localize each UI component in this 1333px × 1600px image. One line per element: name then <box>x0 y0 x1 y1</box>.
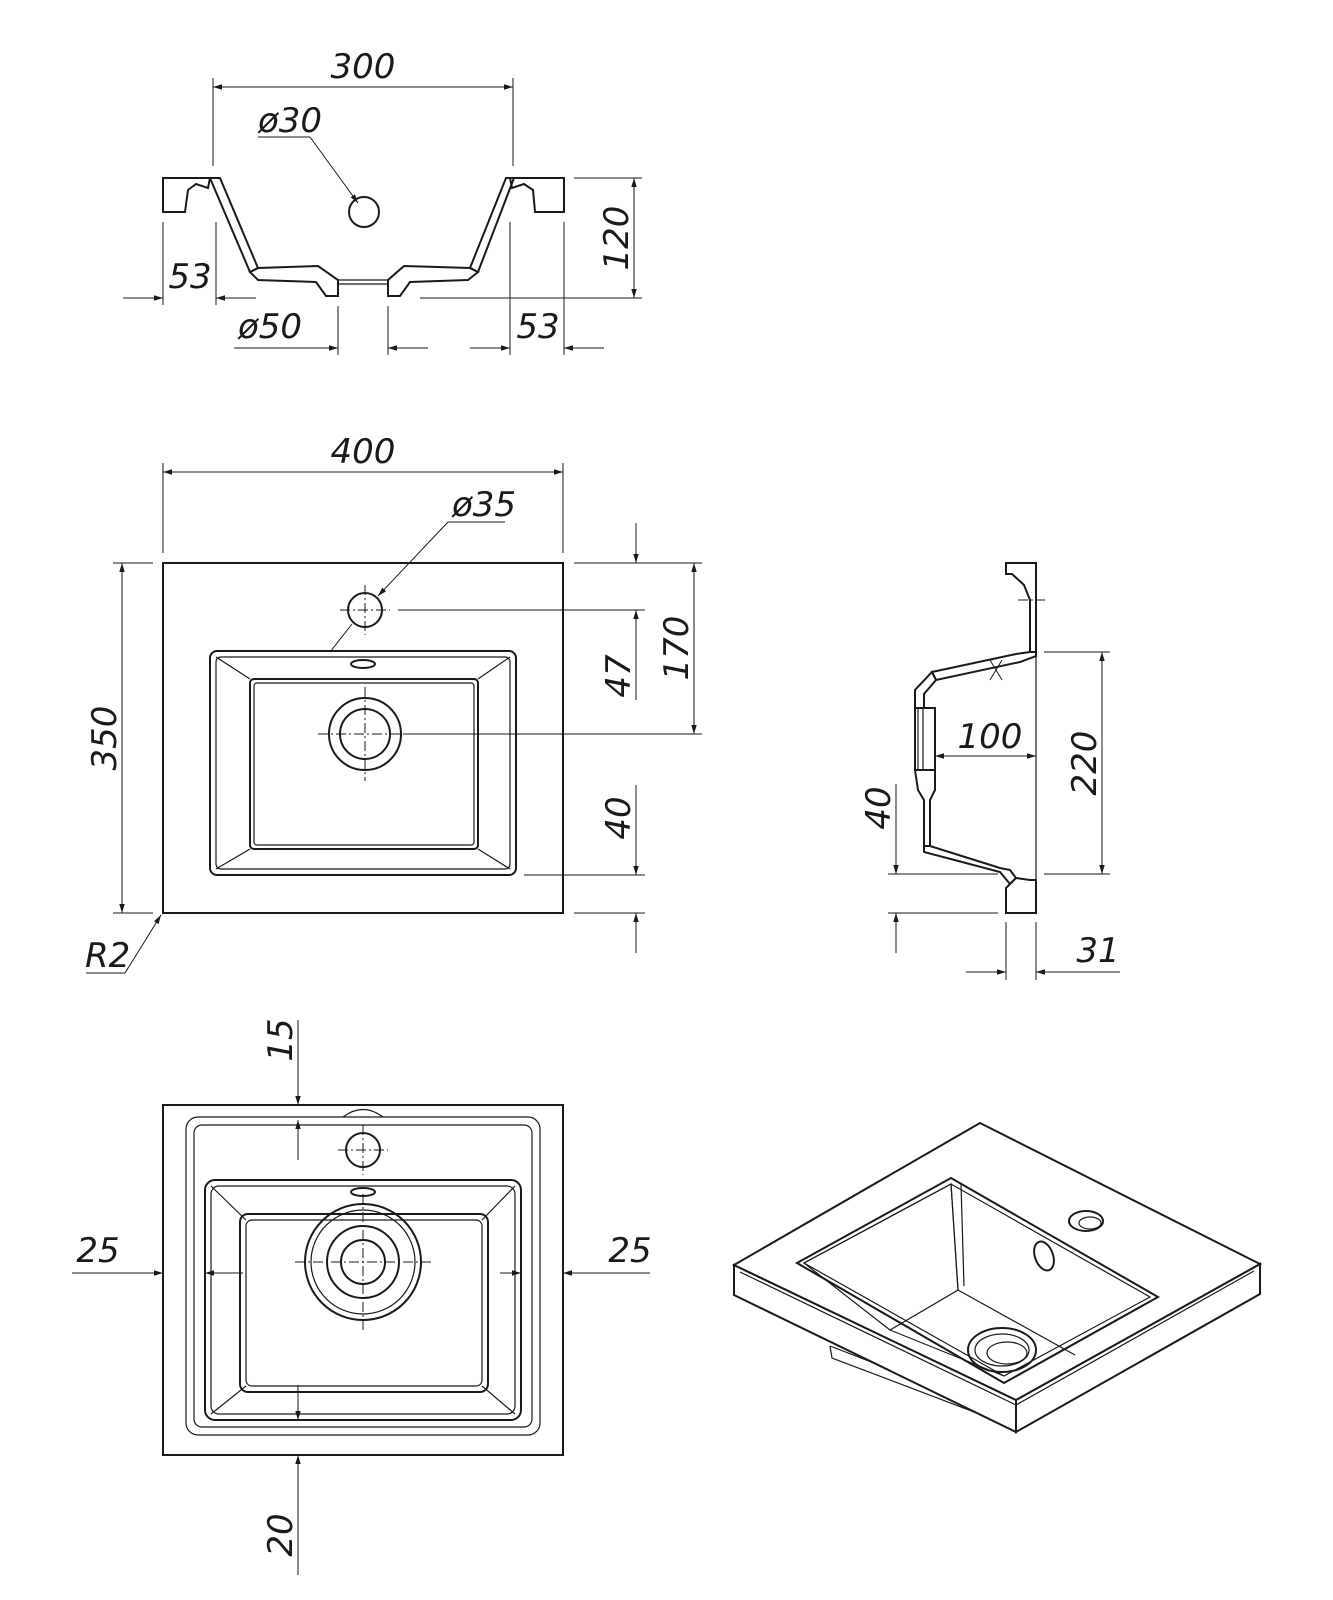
section-view-front: 300 ø30 120 53 ø50 53 <box>123 47 642 355</box>
iso-top-face <box>731 1121 1263 1402</box>
overflow-hole <box>348 196 380 228</box>
side-bottom-rim <box>1005 876 1037 914</box>
dim-100: 100 <box>958 717 1023 757</box>
dim-d30: ø30 <box>257 101 322 141</box>
bottom-basin-floor <box>239 1213 489 1393</box>
dim-400: 400 <box>331 432 396 472</box>
drain-outer <box>328 697 402 771</box>
dim-20: 20 <box>261 1513 301 1556</box>
side-back-upper <box>914 670 938 709</box>
dim-53-left: 53 <box>168 257 211 297</box>
plan-basin-outer <box>209 650 517 876</box>
dim-40-side: 40 <box>859 786 899 829</box>
dim-25-right: 25 <box>608 1231 651 1271</box>
bottom-outline <box>162 1104 564 1456</box>
dim-40-plan: 40 <box>599 796 639 839</box>
section-bottom-right <box>387 264 480 297</box>
iso-drain <box>967 1327 1037 1373</box>
plan-view: 400 ø35 350 47 170 40 R2 <box>85 432 702 976</box>
section-left-rim <box>162 177 212 213</box>
drain-inner <box>339 708 391 760</box>
side-section-view: 100 220 40 31 <box>859 562 1120 980</box>
plan-basin-floor <box>249 678 479 850</box>
section-right-rim <box>508 177 565 213</box>
dim-350: 350 <box>85 706 125 771</box>
section-bottom-left <box>248 264 339 297</box>
side-back-lower <box>913 769 936 847</box>
section-left-wall <box>208 177 260 274</box>
dim-53-right: 53 <box>516 307 559 347</box>
dim-d35: ø35 <box>451 485 516 525</box>
iso-overflow <box>1033 1240 1055 1272</box>
dim-15: 15 <box>261 1018 301 1061</box>
dim-220: 220 <box>1065 731 1105 796</box>
iso-basin-rim <box>794 1176 1161 1385</box>
bottom-basin-outer <box>204 1179 522 1421</box>
overflow-slot <box>350 659 376 669</box>
dim-25-left: 25 <box>76 1231 119 1271</box>
dim-120: 120 <box>597 206 637 271</box>
plan-outline <box>162 562 564 914</box>
side-upper-wall <box>930 651 1037 682</box>
dim-d50: ø50 <box>237 307 302 347</box>
dim-31: 31 <box>1076 931 1119 971</box>
iso-tap-hole <box>1068 1210 1104 1232</box>
dim-47: 47 <box>599 654 639 698</box>
bottom-plan-view: 15 25 25 20 <box>72 1018 652 1575</box>
isometric-view <box>731 1121 1263 1434</box>
side-top-rim <box>1005 562 1037 653</box>
side-lower-wall <box>923 845 1018 886</box>
dim-300: 300 <box>331 47 396 87</box>
section-right-wall <box>468 177 516 274</box>
dim-r2: R2 <box>85 936 130 976</box>
dim-170: 170 <box>657 616 697 681</box>
